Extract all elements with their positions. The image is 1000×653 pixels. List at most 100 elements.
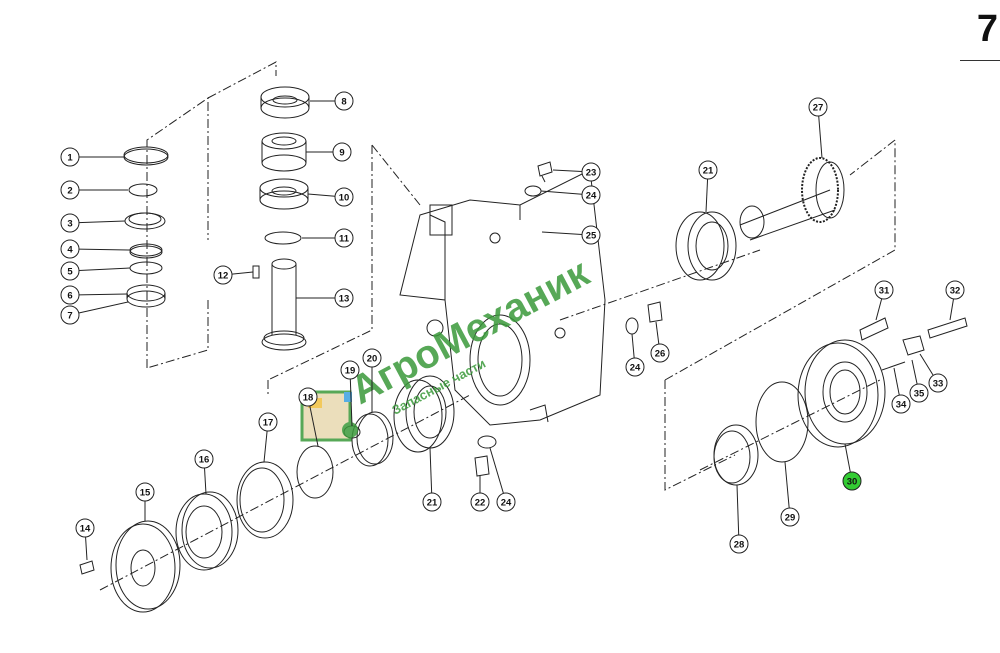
callout-24: 24 [540,185,601,205]
callout-label: 14 [80,524,91,535]
callout-leader [911,359,918,385]
callout-label: 28 [734,540,745,551]
callout-leader [78,293,128,296]
callout-circle [60,180,80,200]
callout-label: 18 [303,393,314,404]
callout-label: 20 [367,354,378,365]
callout-leader [204,467,207,495]
callout-leader [349,378,353,427]
callout-circle [808,97,828,117]
callout-17: 17 [258,412,278,463]
callout-circle [334,228,354,248]
callout-circle [334,288,354,308]
callout-circle [194,449,214,469]
callout-leader [78,267,131,272]
callout-circle [650,343,670,363]
callout-24: 24 [489,447,516,512]
watermark: АгроМеханик Запасные части [300,250,597,442]
callout-25: 25 [541,225,601,245]
gearbox-housing [399,169,606,426]
callout-circle [60,147,80,167]
callout-34: 34 [891,367,911,414]
callout-circle [874,280,894,300]
callout-label: 31 [879,286,890,297]
callout-label: 24 [501,498,512,509]
callout-leader [844,443,851,473]
callout-circle [842,471,862,491]
callout-label: 7 [67,311,72,322]
callout-circle [891,394,911,414]
callout-circle [909,383,929,403]
callout-leader [540,190,583,195]
callout-label: 33 [933,379,944,390]
callout-circle [135,482,155,502]
watermark-title: АгроМеханик [344,250,597,413]
callout-leader [429,447,433,494]
parts-rings-1-7 [123,146,169,308]
callout-leader [263,430,268,463]
parts-bearing-stack-8-13 [252,86,310,351]
callout-circle [60,239,80,259]
callout-label: 23 [586,168,597,179]
callout-33: 33 [919,353,948,393]
callout-4: 4 [60,239,131,259]
callout-circle [470,492,490,512]
callout-leader [818,115,823,159]
callout-22: 22 [470,476,490,512]
callout-label: 32 [950,286,961,297]
callout-circle [60,213,80,233]
callout-leader [85,536,88,561]
callout-label: 12 [218,271,229,282]
callout-leader [231,271,254,275]
callout-14: 14 [75,518,95,561]
lower-shaft-assembly [79,375,471,613]
callout-circle [258,412,278,432]
callout-label: 2 [67,186,72,197]
callout-leader [541,231,583,235]
upper-shaft-assembly [675,157,845,281]
callout-label: 5 [67,267,73,278]
callout-19: 19 [340,360,360,427]
callout-leader [705,178,709,213]
callout-23: 23 [552,162,601,182]
callout-label: 16 [199,455,210,466]
callout-30: 30 [842,443,862,491]
callout-circle [332,142,352,162]
callout-leader [893,367,900,396]
callout-leader [784,461,790,509]
page-number-rule [960,60,1000,61]
callout-label: 22 [475,498,486,509]
callout-12: 12 [213,265,254,285]
callout-18: 18 [298,387,319,447]
callout-circle [780,507,800,527]
callout-label: 21 [703,166,714,177]
callout-24: 24 [625,333,645,377]
callout-label: 15 [140,488,151,499]
callout-leader [78,220,126,224]
callout-label: 3 [67,219,72,230]
callout-label: 24 [586,191,597,202]
callout-20: 20 [362,348,382,412]
callout-leader [875,298,883,321]
callout-circle [625,357,645,377]
callout-leader [307,193,336,197]
callout-label: 35 [914,389,925,400]
callout-32: 32 [945,280,965,321]
callout-label: 30 [847,477,858,488]
callout-leader [489,447,504,494]
callout-6: 6 [60,285,128,305]
callout-leader [949,298,955,321]
callout-label: 13 [339,294,350,305]
callout-9: 9 [306,142,352,162]
callout-label: 1 [67,153,73,164]
callout-2: 2 [60,180,128,200]
callout-leader [655,321,660,345]
callout-label: 26 [655,349,666,360]
callout-circle [213,265,233,285]
callout-circle [422,492,442,512]
callout-21: 21 [698,160,718,213]
callout-circle [496,492,516,512]
callout-label: 34 [896,400,907,411]
callout-circle [75,518,95,538]
